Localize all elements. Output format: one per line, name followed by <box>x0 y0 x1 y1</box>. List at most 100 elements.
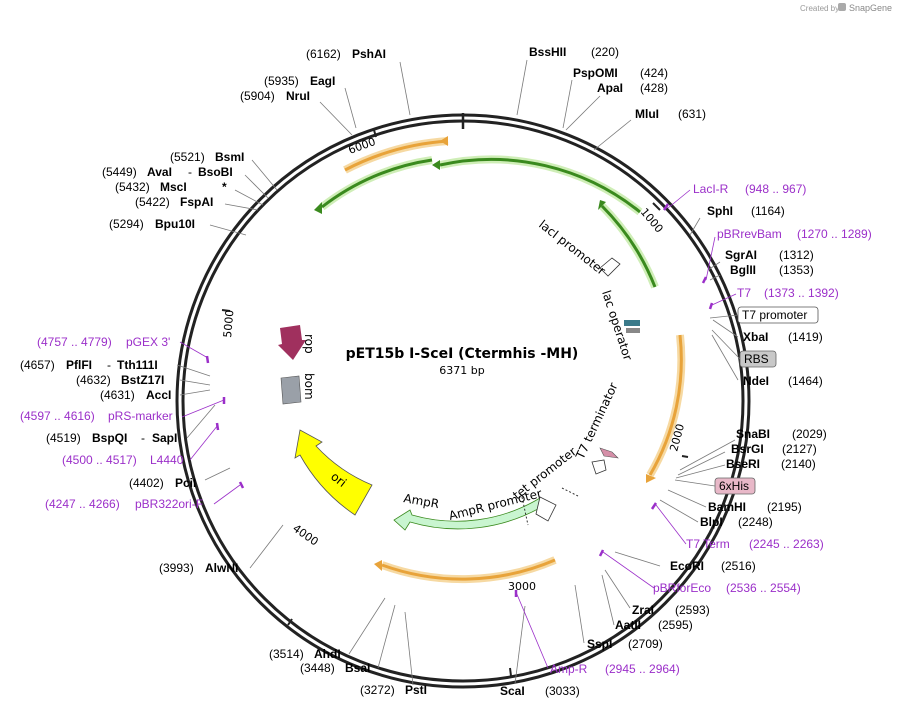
svg-text:3000: 3000 <box>508 580 536 593</box>
pos-aatii: (2595) <box>658 618 693 632</box>
enzyme-bsshii: BssHII <box>529 45 566 59</box>
pos-bspqi: (4519) <box>46 431 81 445</box>
enzyme-ecori: EcoRI <box>670 559 704 573</box>
pos-sgrai: (1312) <box>779 248 814 262</box>
enzyme-avai: AvaI <box>147 165 172 179</box>
pos-scai: (3033) <box>545 684 580 698</box>
primer-pbrforeco-range: (2536 .. 2554) <box>726 581 801 595</box>
pos-fspai: (5422) <box>135 195 170 209</box>
label-6xhis: 6xHis <box>719 479 749 493</box>
ampr-arrow <box>393 497 546 531</box>
enzyme-acci: AccI <box>146 388 171 402</box>
feature-arcs <box>314 136 686 584</box>
tick-1000: 1000 <box>638 202 666 235</box>
arc-laci-b <box>439 157 641 214</box>
primer-amp-r-range: (2945 .. 2964) <box>605 662 680 676</box>
primer-leaders <box>179 189 737 669</box>
label-rop: rop <box>302 334 316 354</box>
pos-nrui: (5904) <box>240 89 275 103</box>
primer-prs: pRS-marker <box>108 409 173 423</box>
inner-features <box>278 257 640 531</box>
enzyme-bpu10i: Bpu10I <box>155 217 195 231</box>
bom-box <box>280 375 302 405</box>
pos-bsshii: (220) <box>591 45 619 59</box>
boxed-features: T7 promoter RBS 6xHis <box>674 306 819 495</box>
primer-t7term: T7 Term <box>686 537 730 551</box>
enzyme-bamhi: BamHI <box>708 500 746 514</box>
enzyme-bsobi: BsoBI <box>198 165 233 179</box>
primer-l4440: L4440 <box>150 453 184 467</box>
pos-pcii: (4402) <box>129 476 164 490</box>
enzyme-psti: PstI <box>405 683 427 697</box>
tet-promoter-arrow <box>591 459 607 475</box>
label-rbs: RBS <box>744 352 769 366</box>
backbone <box>175 113 751 689</box>
ori-arrow <box>294 429 373 516</box>
enzyme-alwni: AlwNI <box>205 561 238 575</box>
primer-marks <box>205 203 714 597</box>
plasmid-length: 6371 bp <box>439 364 484 377</box>
primer-pgex-range: (4757 .. 4779) <box>37 335 112 349</box>
enzyme-pspomi: PspOMI <box>573 66 618 80</box>
snapgene-logo-icon <box>838 3 846 11</box>
tick-3000: 3000 <box>508 580 536 677</box>
pos-bstz17i: (4632) <box>76 373 111 387</box>
enzyme-tth111i: Tth111I <box>117 358 158 372</box>
label-ampr: AmpR <box>402 491 440 511</box>
dash-avai: - <box>188 165 192 179</box>
pos-bsai: (3448) <box>300 661 335 675</box>
plasmid-name: pET15b I-SceI (Ctermhis -MH) <box>346 346 579 362</box>
dash-pflfi: - <box>107 358 111 372</box>
pos-blpi: (2248) <box>738 515 773 529</box>
pos-ndei: (1464) <box>788 374 823 388</box>
ampr-promoter-arrow <box>535 496 557 522</box>
enzyme-pflfi: PflFI <box>66 358 92 372</box>
enzyme-labels: (6162) PshAI BssHII (220) PspOMI (424) A… <box>20 45 827 698</box>
primer-laci-r-range: (948 .. 967) <box>745 182 806 196</box>
primer-pbrrevbam-range: (1270 .. 1289) <box>797 227 872 241</box>
enzyme-fspai: FspAI <box>180 195 213 209</box>
pos-acci: (4631) <box>100 388 135 402</box>
enzyme-zrai: ZraI <box>632 603 654 617</box>
enzyme-bsmi: BsmI <box>215 150 244 164</box>
pos-xbai: (1419) <box>788 330 823 344</box>
enzyme-bsai: BsaI <box>345 661 370 675</box>
primer-pbrforeco: pBRforEco <box>653 581 711 595</box>
primer-t7-range: (1373 .. 1392) <box>764 286 839 300</box>
pos-pspomi: (424) <box>640 66 668 80</box>
pos-pflfi: (4657) <box>20 358 55 372</box>
enzyme-bglii: BglII <box>730 263 756 277</box>
enzyme-pcii: PciI <box>175 476 196 490</box>
primer-pbrrevbam: pBRrevBam <box>717 227 782 241</box>
pos-bpu10i: (5294) <box>109 217 144 231</box>
pos-avai: (5449) <box>102 165 137 179</box>
pos-msci: (5432) <box>115 180 150 194</box>
enzyme-ahdi: AhdI <box>314 647 341 661</box>
primer-pbr322ori-range: (4247 .. 4266) <box>45 497 120 511</box>
pos-ecori: (2516) <box>721 559 756 573</box>
enzyme-sphi: SphI <box>707 204 733 218</box>
primer-pgex: pGEX 3' <box>126 335 170 349</box>
label-laci-promoter: lacI promoter <box>536 217 608 278</box>
enzyme-ndei: NdeI <box>743 374 769 388</box>
enzyme-bspqi: BspQI <box>92 431 127 445</box>
t7-promoter-box <box>626 328 640 333</box>
pos-psti: (3272) <box>360 683 395 697</box>
pos-bseri: (2140) <box>781 457 816 471</box>
enzyme-blpi: BlpI <box>700 515 723 529</box>
t7-terminator-mark <box>599 447 619 459</box>
credit-brand: SnapGene <box>849 3 892 13</box>
pos-pshai: (6162) <box>306 47 341 61</box>
arc-top-orange <box>344 139 449 172</box>
arc-laci-a <box>321 158 433 209</box>
rop-arrow <box>278 325 306 360</box>
enzyme-bstz17i: BstZ17I <box>121 373 164 387</box>
enzyme-apai: ApaI <box>597 81 623 95</box>
credit-prefix: Created by <box>800 4 839 13</box>
msci-mark: * <box>222 180 227 194</box>
primer-prs-range: (4597 .. 4616) <box>20 409 95 423</box>
enzyme-sgrai: SgrAI <box>725 248 757 262</box>
primer-laci-r: LacI-R <box>693 182 729 196</box>
svg-text:4000: 4000 <box>290 522 320 549</box>
laci-promoter-arrow <box>599 257 621 277</box>
